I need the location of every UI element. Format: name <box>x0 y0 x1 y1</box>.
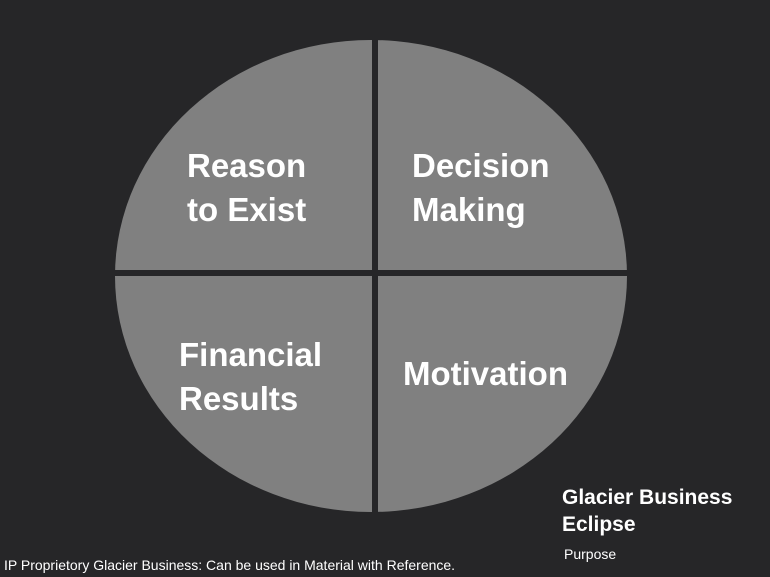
quadrant-label-line: Results <box>179 380 299 417</box>
quadrant-reason-to-exist: Reason to Exist <box>187 144 306 232</box>
footer-copyright-note: IP Proprietory Glacier Business: Can be … <box>4 557 456 573</box>
quadrant-label-line: to Exist <box>187 191 307 228</box>
brand-title-line: Eclipse <box>562 513 636 536</box>
quadrant-label-line: Motivation <box>403 355 568 392</box>
quadrant-financial-results: Financial Results <box>179 333 322 421</box>
brand-title-line: Glacier Business <box>562 486 733 509</box>
quadrant-label-line: Decision <box>412 147 550 184</box>
quadrant-decision-making: Decision Making <box>412 144 550 232</box>
quadrant-label-line: Making <box>412 191 526 228</box>
brand-title: Glacier Business Eclipse <box>562 484 732 538</box>
brand-subtitle: Purpose <box>564 546 617 562</box>
quadrant-motivation: Motivation <box>403 352 568 396</box>
quadrant-label-line: Reason <box>187 147 307 184</box>
quadrant-label-line: Financial <box>179 336 323 373</box>
